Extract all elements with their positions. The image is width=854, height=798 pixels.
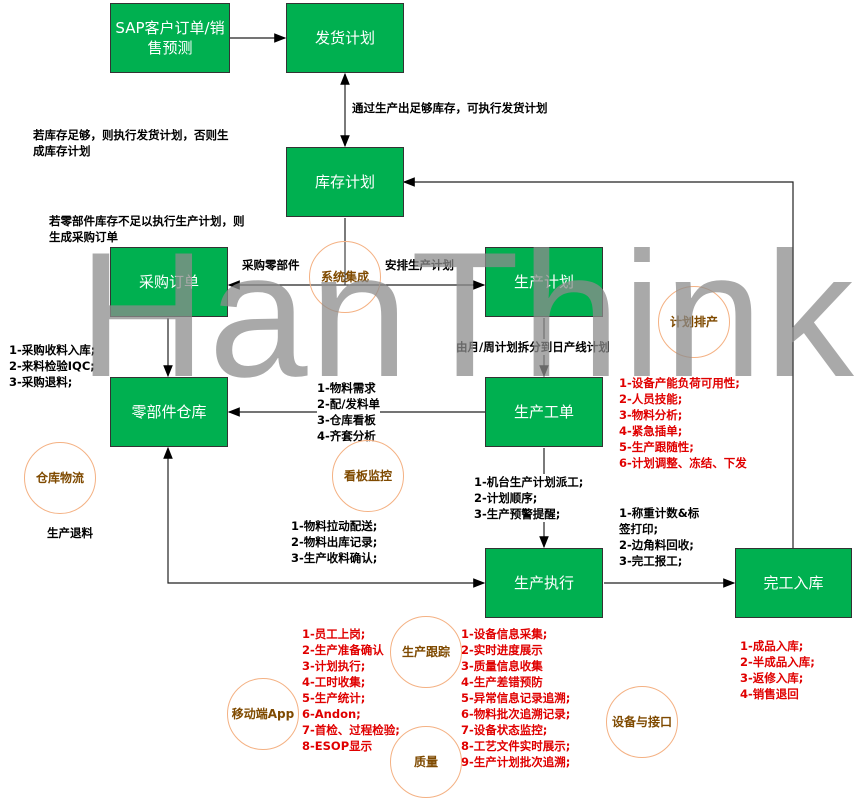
box-production-execution[interactable]: 生产执行 — [485, 548, 603, 618]
circle-system-integration: 系统集成 — [309, 241, 381, 313]
box-parts-warehouse[interactable]: 零部件仓库 — [110, 377, 228, 447]
arrow-warehouse-execution — [163, 446, 486, 588]
label-inventory-rule: 若库存足够，则执行发货计划，否则生成库存计划 — [33, 128, 229, 158]
circle-logistics: 仓库物流 — [24, 442, 96, 514]
box-delivery-plan[interactable]: 发货计划 — [286, 3, 404, 73]
label-buy-parts: 采购零部件 — [242, 258, 300, 272]
circle-tracking: 生产跟踪 — [390, 616, 462, 688]
circle-mobile-app: 移动端App — [227, 678, 299, 750]
label-delivery-inventory: 通过生产出足够库存，可执行发货计划 — [352, 100, 548, 116]
list-finish-items: 1-称重计数&标签打印;2-边角料回收;3-完工报工; — [619, 506, 700, 568]
list-finished-storage: 1-成品入库;2-半成品入库;3-返修入库;4-销售退回 — [740, 639, 815, 701]
box-purchase-order[interactable]: 采购订单 — [110, 247, 228, 317]
list-delivery-items: 1-物料拉动配送;2-物料出库记录;3-生产收料确认; — [291, 519, 378, 565]
box-inventory-plan[interactable]: 库存计划 — [286, 147, 404, 217]
label-arrange-plan: 安排生产计划 — [385, 258, 454, 272]
box-sap-order[interactable]: SAP客户订单/销售预测 — [110, 3, 230, 73]
label-purchase-rule: 若零部件库存不足以执行生产计划，则生成采购订单 — [49, 214, 245, 244]
circle-kanban: 看板监控 — [332, 440, 404, 512]
circle-quality: 质量 — [390, 726, 462, 798]
label-return-material: 生产退料 — [47, 526, 93, 540]
label-split-plan: 由月/周计划拆分到日产线计划 — [456, 339, 610, 355]
box-work-order[interactable]: 生产工单 — [485, 377, 603, 447]
list-dispatch-items: 1-机台生产计划派工;2-计划顺序;3-生产预警提醒; — [474, 474, 584, 522]
list-work-order-factors: 1-设备产能负荷可用性;2-人员技能;3-物料分析;4-紧急插单;5-生产跟随性… — [619, 376, 747, 470]
circle-equipment: 设备与接口 — [606, 686, 678, 758]
list-purchase-items: 1-采购收料入库;2-来料检验IQC;3-采购退料; — [9, 343, 96, 389]
arrow-finished-inventory — [402, 177, 794, 548]
box-production-plan[interactable]: 生产计划 — [485, 247, 603, 317]
circle-scheduling: 计划排产 — [658, 286, 730, 358]
box-finished-storage[interactable]: 完工入库 — [735, 548, 852, 618]
